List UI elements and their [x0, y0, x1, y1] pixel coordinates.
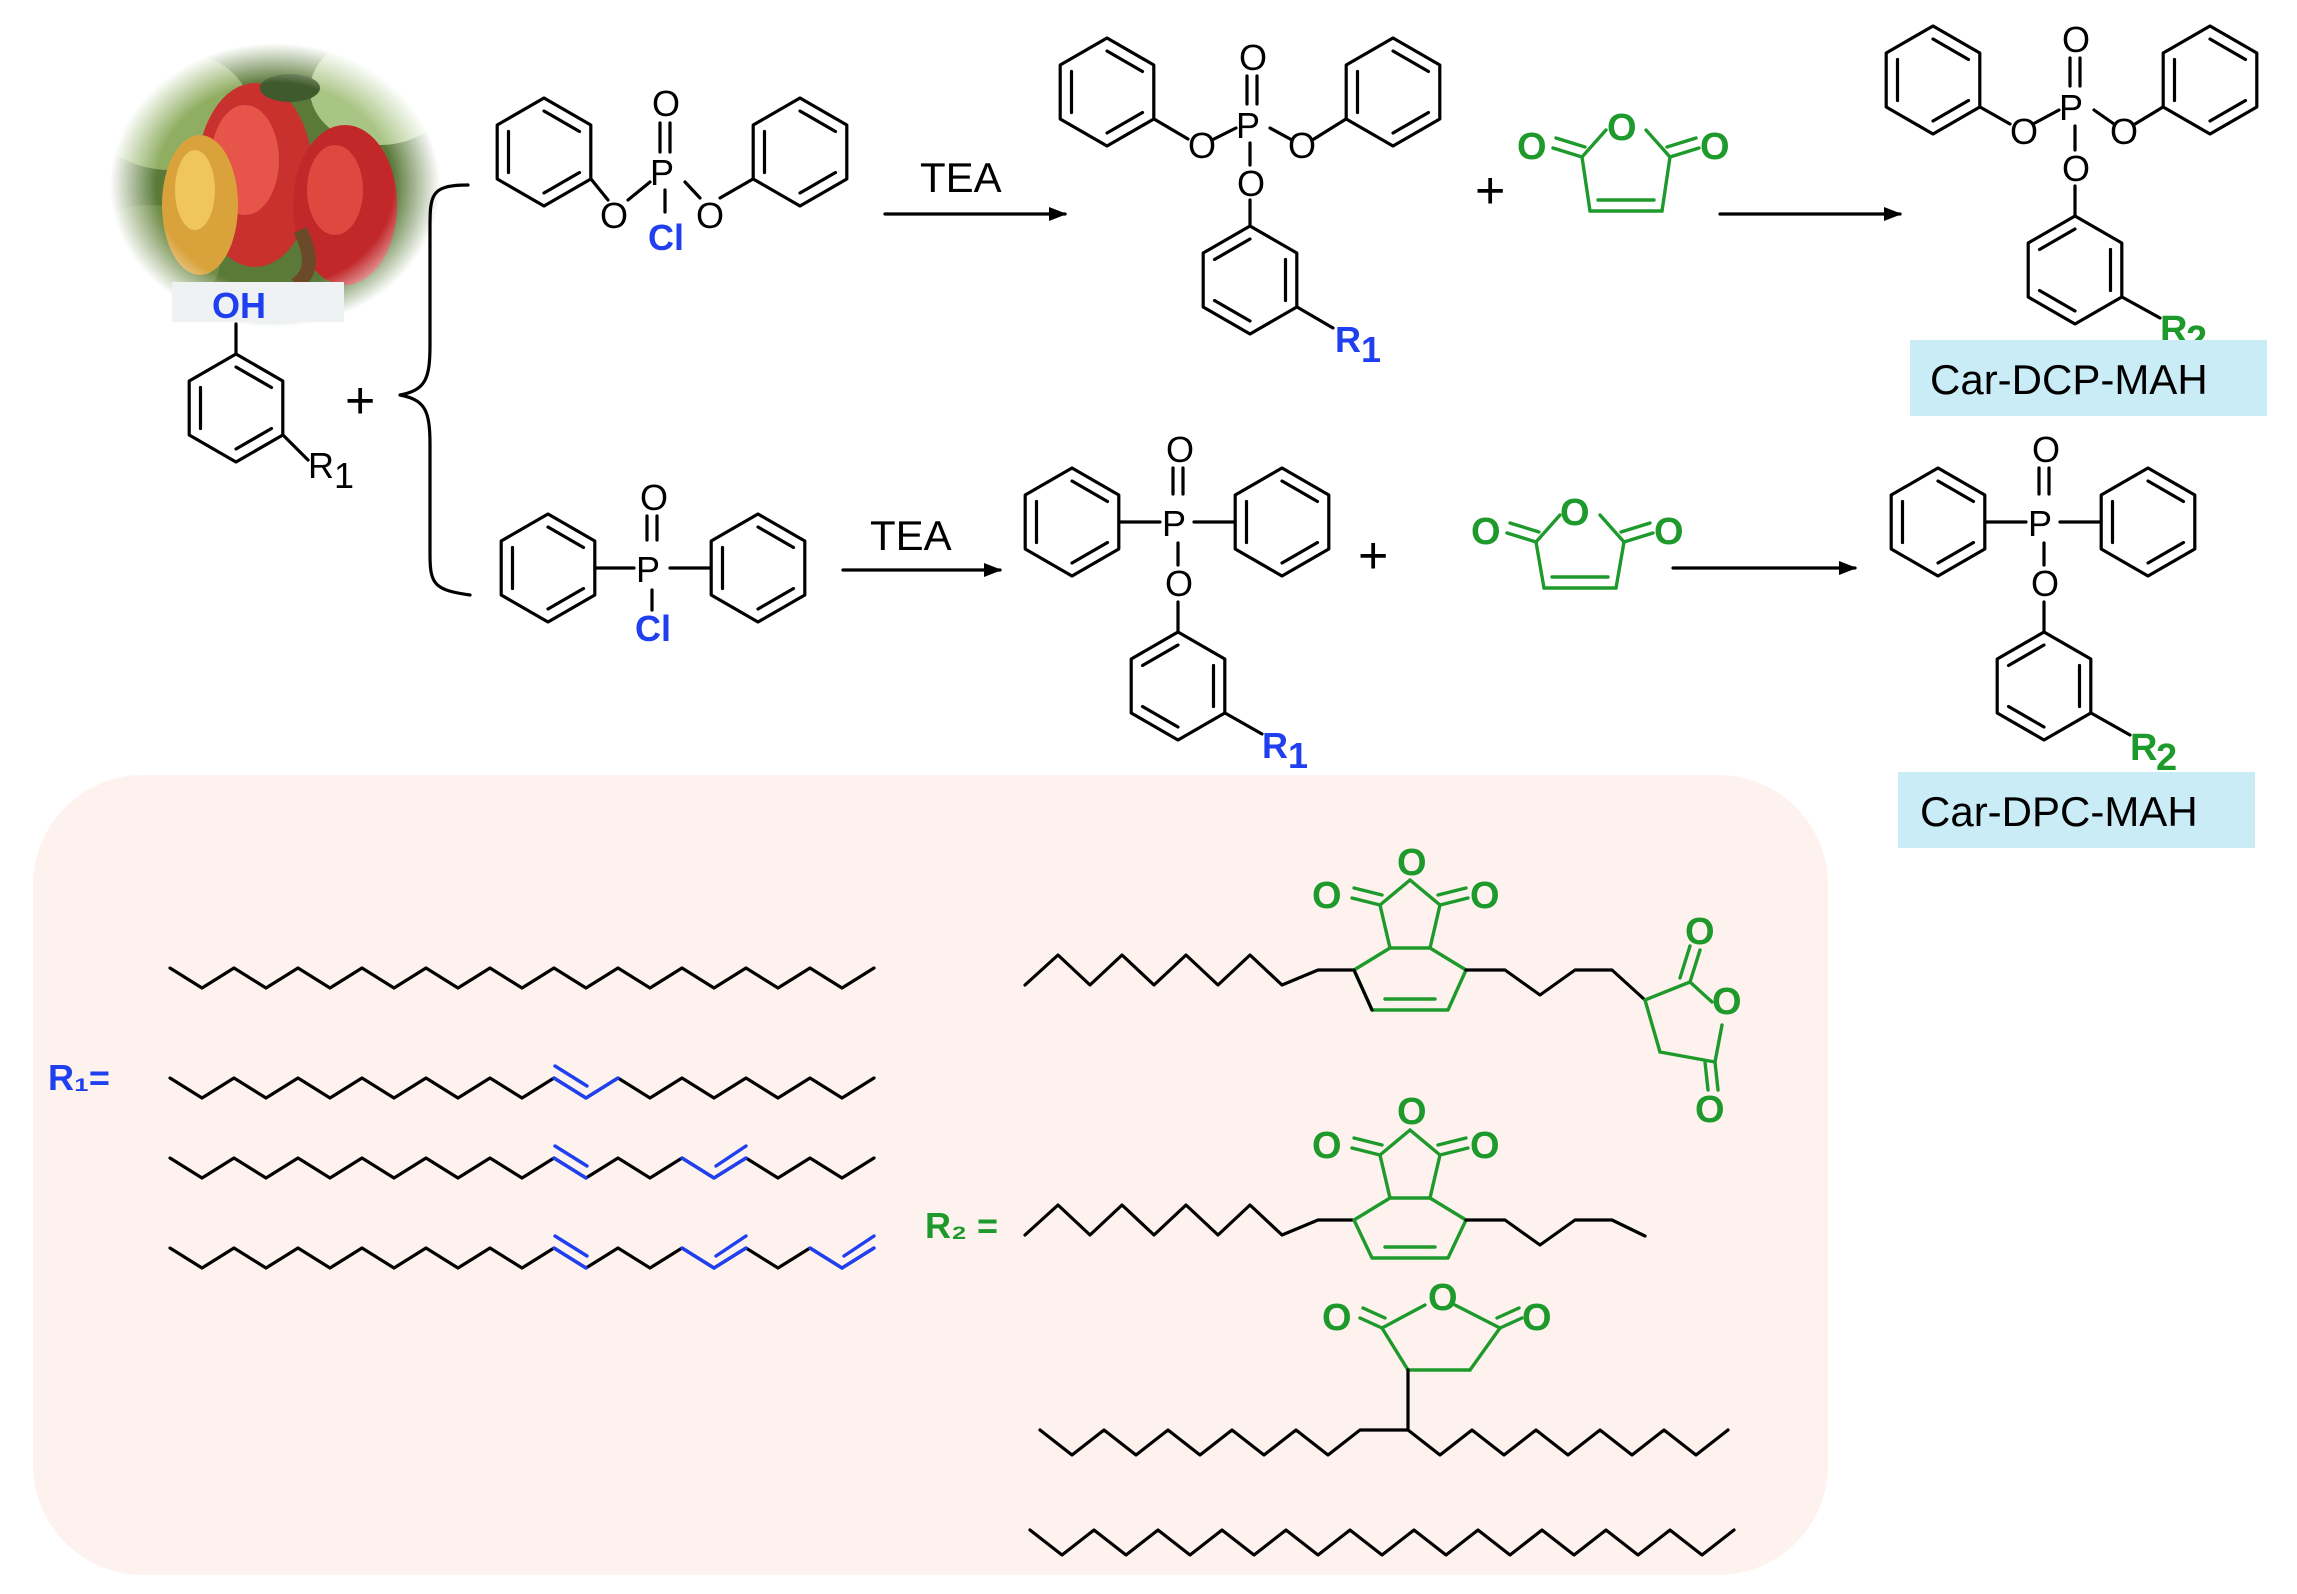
branch-brace — [398, 183, 472, 597]
diphenyl-chlorophosphate: O P O Cl O — [495, 83, 849, 258]
diphenylphosphinic-chloride: P O Cl — [499, 477, 807, 649]
svg-text:O: O — [1397, 842, 1427, 884]
r1-definition: R₁= — [48, 1057, 110, 1098]
product-top: O P O O O R 2 — [1884, 19, 2259, 361]
svg-text:O: O — [1654, 511, 1684, 553]
svg-text:O: O — [1471, 511, 1501, 553]
svg-text:R: R — [2130, 727, 2157, 769]
svg-text:P: P — [636, 549, 660, 590]
r1-diene-chain — [168, 1156, 876, 1180]
svg-text:1: 1 — [1361, 329, 1381, 370]
svg-text:O: O — [1188, 125, 1216, 166]
svg-text:R: R — [1262, 725, 1288, 766]
svg-text:Cl: Cl — [635, 608, 671, 649]
product-label-bottom: Car-DPC-MAH — [1920, 788, 2198, 835]
svg-text:O: O — [1470, 1125, 1500, 1167]
intermediate-phosphate: O P O O O R 1 — [1058, 36, 1442, 370]
svg-text:P: P — [1162, 503, 1186, 544]
svg-text:O: O — [1312, 875, 1342, 917]
svg-text:O: O — [640, 477, 668, 518]
svg-text:O: O — [1239, 37, 1267, 78]
svg-text:2: 2 — [2156, 737, 2177, 779]
svg-text:P: P — [2059, 87, 2083, 128]
plus-sign: + — [1358, 527, 1388, 585]
r2-succinic-branch: O O O — [1322, 1277, 1552, 1432]
r2-adduct-1: O O O — [1312, 842, 1500, 1012]
maleic-anhydride-top: O O O — [1517, 107, 1730, 213]
intermediate-phosphinate: P O O R 1 — [1023, 429, 1331, 776]
svg-text:O: O — [600, 195, 628, 236]
substituent-panel — [33, 775, 1828, 1575]
svg-text:O: O — [1237, 163, 1265, 204]
svg-text:O: O — [1397, 1091, 1427, 1133]
r2-adduct-2: O O O — [1312, 1091, 1500, 1260]
svg-text:O: O — [2010, 111, 2038, 152]
r2-succinic-anhydride: O O O — [1643, 911, 1742, 1131]
svg-text:O: O — [1560, 492, 1590, 534]
reagent-bottom: TEA — [870, 512, 952, 559]
svg-text:O: O — [652, 83, 680, 124]
maleic-anhydride-bottom: O O O — [1471, 492, 1684, 590]
r2-chains: O O O O O O O — [1023, 842, 1742, 1557]
svg-text:O: O — [1322, 1297, 1352, 1339]
plus-sign: + — [1475, 162, 1505, 220]
svg-text:O: O — [1700, 126, 1730, 168]
svg-text:P: P — [1236, 105, 1260, 146]
svg-text:Cl: Cl — [648, 217, 684, 258]
product-label-top: Car-DCP-MAH — [1930, 356, 2208, 403]
svg-text:1: 1 — [1288, 735, 1308, 776]
svg-text:O: O — [1288, 125, 1316, 166]
svg-text:1: 1 — [334, 455, 354, 496]
r1-label: R — [308, 445, 334, 486]
svg-text:P: P — [2028, 503, 2052, 544]
svg-text:O: O — [2032, 429, 2060, 470]
reagent-top: TEA — [920, 154, 1002, 201]
svg-text:O: O — [1312, 1125, 1342, 1167]
product-label-top-bg — [1910, 340, 2267, 416]
cardanol-molecule: OH R 1 — [187, 285, 354, 496]
cashew-photo — [80, 35, 450, 328]
svg-text:O: O — [1522, 1297, 1552, 1339]
svg-text:O: O — [1685, 911, 1715, 953]
r2-definition: R₂ = — [925, 1205, 998, 1246]
svg-text:O: O — [1695, 1089, 1725, 1131]
svg-text:O: O — [1712, 981, 1742, 1023]
svg-text:O: O — [1607, 107, 1637, 149]
oh-label-background — [172, 282, 344, 322]
svg-text:O: O — [2031, 563, 2059, 604]
svg-text:O: O — [2062, 148, 2090, 189]
r1-saturated-chain — [168, 966, 876, 990]
svg-text:P: P — [650, 152, 674, 193]
svg-text:R: R — [1335, 319, 1361, 360]
product-label-bottom-bg — [1898, 772, 2255, 848]
r1-triene-chain — [168, 1246, 876, 1270]
svg-text:O: O — [1470, 875, 1500, 917]
svg-text:O: O — [1165, 563, 1193, 604]
svg-text:O: O — [1166, 429, 1194, 470]
svg-text:O: O — [1428, 1277, 1458, 1319]
plus-sign: + — [345, 372, 375, 430]
svg-text:O: O — [2110, 111, 2138, 152]
hydroxyl-label: OH — [212, 285, 266, 326]
svg-text:O: O — [696, 195, 724, 236]
product-bottom: P O O R 2 — [1889, 429, 2197, 779]
svg-text:O: O — [1517, 126, 1547, 168]
r1-monoene-chain — [168, 1076, 876, 1100]
r1-chains — [168, 966, 876, 1270]
svg-text:O: O — [2062, 19, 2090, 60]
